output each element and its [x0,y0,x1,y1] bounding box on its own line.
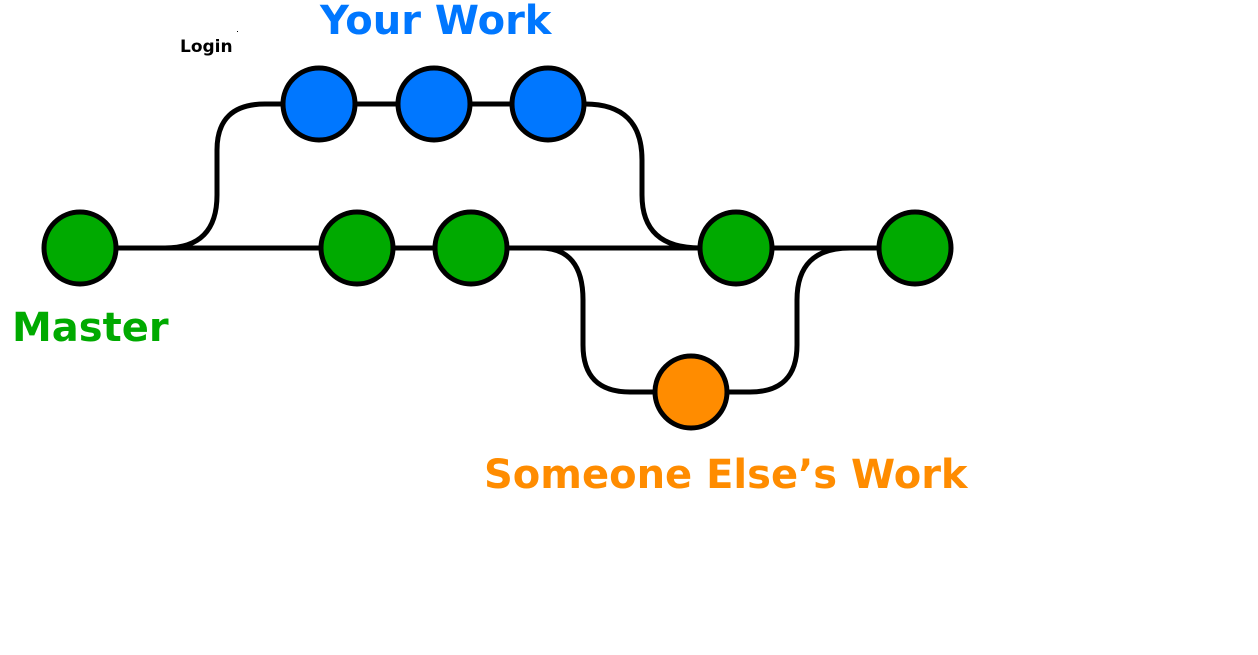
someone-else-label: Someone Else’s Work [484,452,968,498]
someone-else-merge [688,245,853,395]
your-work-commit-1 [280,65,358,143]
login-text: Login [180,37,233,57]
master-commit-3 [432,209,510,287]
your-work-commit-2 [395,65,473,143]
master-commit-1 [41,209,119,287]
master-commit-2 [318,209,396,287]
master-commit-4 [697,209,775,287]
your-work-merge [545,101,703,251]
someone-else-commit [652,353,730,431]
master-label: Master [12,305,169,351]
your-work-commit-3 [509,65,587,143]
someone-else-branch-out [537,245,694,395]
stray-dot [237,31,238,32]
master-commit-5 [876,209,954,287]
your-work-label: Your Work [320,0,552,44]
your-work-branch-out [162,101,323,251]
